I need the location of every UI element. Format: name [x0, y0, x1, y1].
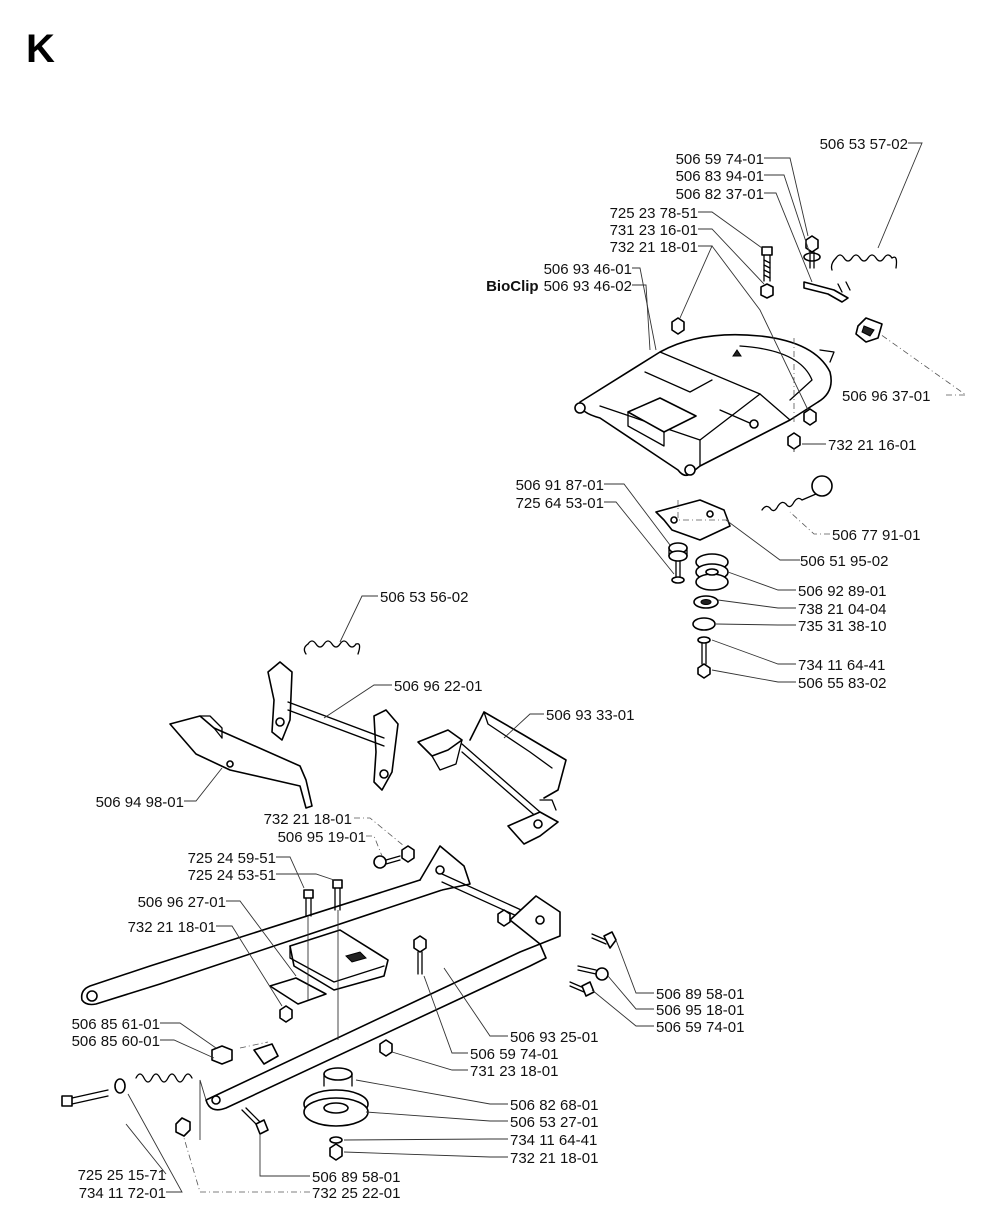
callout-label-bioclip: BioClip 506 93 46-02 — [486, 278, 632, 295]
callout-label: 725 64 53-01 — [516, 495, 604, 512]
callout-label: 506 59 74-01 — [470, 1046, 558, 1063]
lift-frame — [80, 845, 561, 1161]
bioclip-prefix: BioClip — [486, 278, 539, 295]
callout-label: 725 23 78-51 — [610, 205, 698, 222]
callout-label: 506 82 68-01 — [510, 1097, 598, 1114]
callout-label: 734 11 64-41 — [510, 1132, 597, 1149]
callout-label: 506 53 27-01 — [510, 1114, 598, 1131]
callout-label: 732 25 22-01 — [312, 1185, 400, 1202]
callout-label: 731 23 18-01 — [470, 1063, 558, 1080]
callout-label: 506 92 89-01 — [798, 583, 886, 600]
callout-label: 506 85 60-01 — [72, 1033, 160, 1050]
lever-assembly — [417, 711, 567, 845]
callout-label: 506 55 83-02 — [798, 675, 886, 692]
middle-spring — [303, 640, 361, 655]
callout-label: 506 53 56-02 — [380, 589, 468, 606]
callout-label: 506 96 37-01 — [842, 388, 930, 405]
bioclip-part-number: 506 93 46-02 — [544, 278, 632, 295]
bioclip-frame — [574, 333, 835, 477]
callout-label: 735 31 38-10 — [798, 618, 886, 635]
callout-label: 506 85 61-01 — [72, 1016, 160, 1033]
callout-labels: 506 53 57-02 506 59 74-01 506 83 94-01 5… — [72, 136, 931, 1202]
callout-label: 506 89 58-01 — [656, 986, 744, 1003]
callout-label: 506 91 87-01 — [516, 477, 604, 494]
callout-label: 506 93 25-01 — [510, 1029, 598, 1046]
section-letter: K — [26, 27, 55, 71]
lower-hardware — [61, 879, 617, 1137]
callout-label: 506 95 18-01 — [656, 1002, 744, 1019]
callout-label: 506 93 33-01 — [546, 707, 634, 724]
callout-label: 506 94 98-01 — [96, 794, 184, 811]
callout-label: 725 25 15-71 — [78, 1167, 166, 1184]
callout-label: 732 21 18-01 — [510, 1150, 598, 1167]
tension-pulley-assembly — [655, 475, 833, 679]
callout-label: 732 21 18-01 — [610, 239, 698, 256]
callout-label: 506 59 74-01 — [656, 1019, 744, 1036]
callout-label: 506 53 57-02 — [820, 136, 908, 153]
callout-label: 738 21 04-04 — [798, 601, 886, 618]
callout-label: 725 24 53-51 — [188, 867, 276, 884]
lever-bracket-with-rod — [267, 661, 399, 791]
pivot-bolt-nut — [373, 845, 415, 869]
callout-label: 734 11 64-41 — [798, 657, 885, 674]
callout-label: 734 11 72-01 — [79, 1185, 166, 1202]
callout-label: 506 51 95-02 — [800, 553, 888, 570]
callout-label: 506 89 58-01 — [312, 1169, 400, 1186]
callout-label: 506 82 37-01 — [676, 186, 764, 203]
callout-label: 506 83 94-01 — [676, 168, 764, 185]
callout-label: 506 96 22-01 — [394, 678, 482, 695]
callout-label: 506 96 27-01 — [138, 894, 226, 911]
callout-label: 506 77 91-01 — [832, 527, 920, 544]
callout-label: 731 23 16-01 — [610, 222, 698, 239]
callout-label: 732 21 18-01 — [264, 811, 352, 828]
callout-label: 725 24 59-51 — [188, 850, 276, 867]
leader-lines — [125, 142, 968, 1193]
callout-label: 732 21 18-01 — [128, 919, 216, 936]
callout-label: 732 21 16-01 — [828, 437, 916, 454]
callout-label: 506 93 46-01 — [544, 261, 632, 278]
upper-hardware — [671, 235, 898, 450]
callout-label: 506 95 19-01 — [278, 829, 366, 846]
guide-plate — [169, 715, 313, 809]
callout-label: 506 59 74-01 — [676, 151, 764, 168]
